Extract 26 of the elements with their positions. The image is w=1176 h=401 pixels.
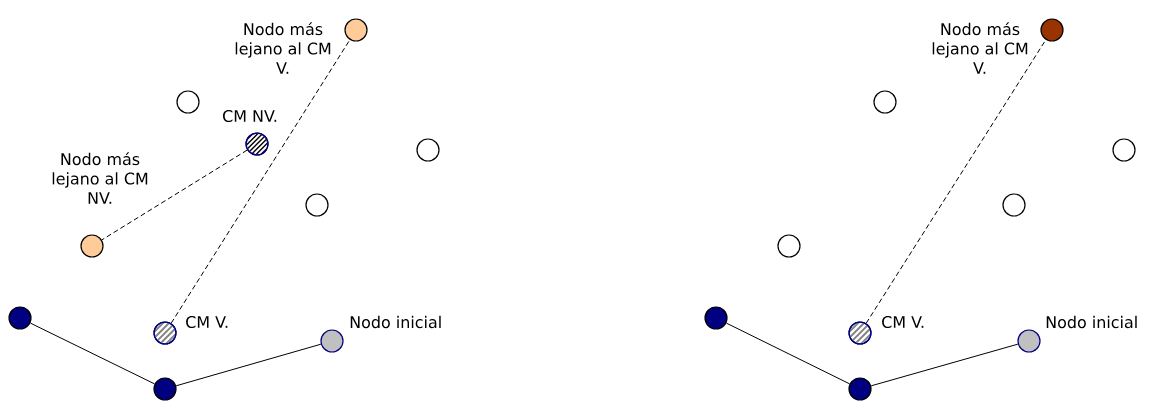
node-label: Nodo más lejano al CM V. — [235, 22, 331, 74]
circle-node — [176, 90, 200, 114]
dashed-line — [865, 39, 1047, 324]
circle-node — [153, 377, 177, 401]
circle-node — [305, 193, 329, 217]
connector-line — [29, 322, 156, 385]
node-label: CM V. — [882, 315, 924, 328]
node-label: CM V. — [186, 315, 228, 328]
circle-node — [873, 90, 897, 114]
node-label: Nodo inicial — [350, 315, 441, 329]
node-label: Nodo inicial — [1046, 315, 1137, 329]
circle-node — [1112, 138, 1136, 162]
connector-line — [870, 343, 1019, 387]
connector-line — [725, 322, 851, 385]
circle-node — [8, 306, 32, 330]
circle-node — [704, 306, 728, 330]
node-label: CM NV. — [223, 109, 277, 122]
node-label: Nodo más lejano al CM NV. — [52, 152, 148, 204]
circle-node — [1002, 193, 1026, 217]
circle-node — [848, 377, 872, 401]
dashed-line — [101, 149, 248, 241]
circle-node — [777, 234, 801, 258]
node-label: Nodo más lejano al CM V. — [932, 22, 1028, 74]
circle-node — [416, 138, 440, 162]
connector-line — [175, 343, 322, 387]
dashed-line — [170, 39, 351, 324]
